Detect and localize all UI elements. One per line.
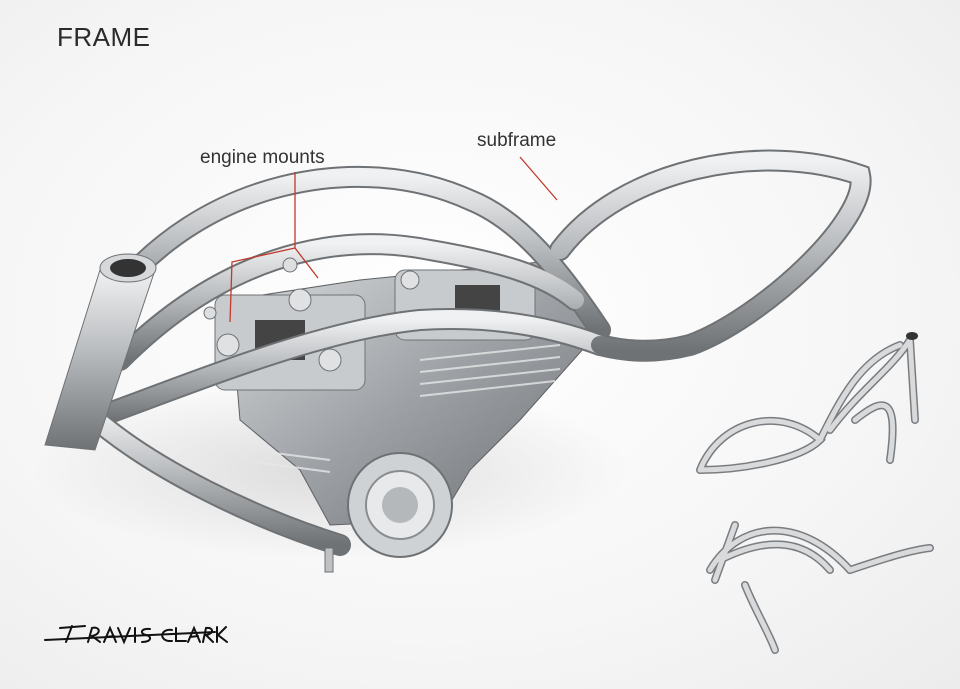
subframe-label: subframe bbox=[477, 130, 557, 151]
thumbnail-perspective-view bbox=[696, 332, 919, 474]
leader-lines bbox=[229, 156, 558, 323]
page-title: FRAME bbox=[57, 22, 151, 52]
engine-mount-leader-right bbox=[294, 247, 319, 279]
frame-tubes bbox=[74, 149, 872, 556]
engine-mount-leader-left bbox=[229, 247, 296, 323]
engine-mounts-label: engine mounts bbox=[200, 147, 325, 168]
mount-bolts bbox=[203, 257, 334, 573]
subframe-leader bbox=[519, 156, 558, 201]
main-frame-render bbox=[44, 149, 872, 573]
signature bbox=[44, 625, 228, 645]
steering-head-tube bbox=[44, 253, 157, 451]
thumbnail-side-view bbox=[706, 521, 934, 654]
